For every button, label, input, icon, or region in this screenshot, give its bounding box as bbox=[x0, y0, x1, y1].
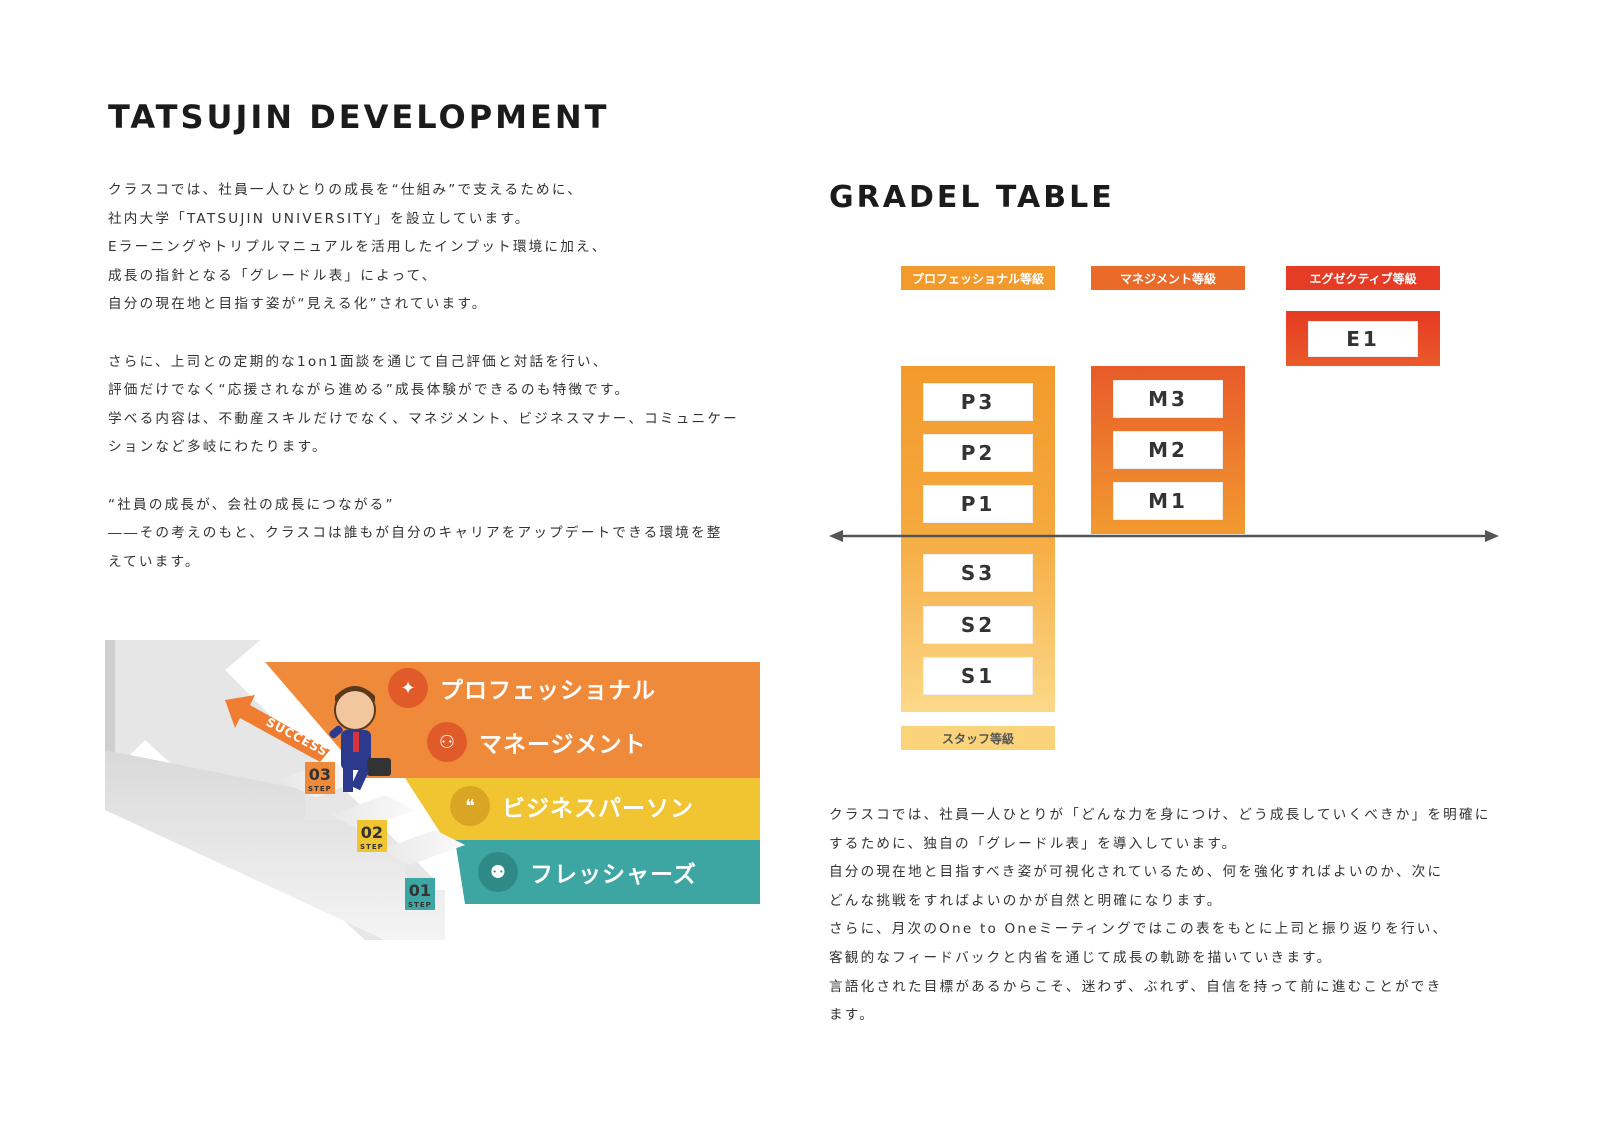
tier-label-professional: プロフェッショナル等級 bbox=[901, 266, 1055, 290]
grade-box-p2: P2 bbox=[923, 434, 1033, 472]
band-shape-business bbox=[405, 778, 760, 840]
grade-desc-line: どんな挑戦をすればよいのかが自然と明確になります。 bbox=[829, 892, 1223, 909]
grade-desc-line: ます。 bbox=[829, 1007, 876, 1024]
grade-desc-line: 自分の現在地と目指すべき姿が可視化されているため、何を強化すればよいのか、次に bbox=[829, 864, 1444, 881]
step-word: STEP bbox=[360, 843, 384, 851]
intro-line: ――その考えのもと、クラスコは誰もが自分のキャリアをアップデートできる環境を整 bbox=[108, 525, 723, 542]
professional-staff-column: P3 P2 P1 S3 S2 S1 bbox=[901, 366, 1055, 712]
step-number-03: 03 STEP bbox=[308, 765, 332, 796]
step-number-02: 02 STEP bbox=[360, 823, 384, 854]
intro-line: 成長の指針となる「グレードル表」によって、 bbox=[108, 267, 438, 284]
step-word: STEP bbox=[408, 901, 432, 909]
step-riser-1 bbox=[405, 878, 435, 910]
grade-axis-arrow bbox=[829, 530, 1499, 542]
intro-blank bbox=[108, 462, 739, 491]
band-business-person: ❝ ビジネスパーソン bbox=[450, 786, 694, 826]
tier-label-staff: スタッフ等級 bbox=[901, 726, 1055, 750]
intro-line: さらに、上司との定期的な1on1面談を通じて自己評価と対話を行い、 bbox=[108, 353, 609, 370]
intro-line: ションなど多岐にわたります。 bbox=[108, 439, 328, 456]
grade-box-m1: M1 bbox=[1113, 482, 1223, 520]
grade-desc-line: クラスコでは、社員一人ひとりが「どんな力を身につけ、どう成長していくべきか」を明… bbox=[829, 807, 1491, 823]
intro-line: “社員の成長が、会社の成長につながる” bbox=[108, 496, 395, 513]
band-shape-freshers bbox=[455, 840, 760, 904]
grade-box-m3: M3 bbox=[1113, 380, 1223, 418]
grade-desc-line: 客観的なフィードバックと内省を通じて成長の軌跡を描いていきます。 bbox=[829, 949, 1333, 966]
step-riser-2 bbox=[357, 820, 387, 852]
band-management: ⚇ マネージメント bbox=[427, 722, 647, 762]
band-professional: ✦ プロフェッショナル bbox=[388, 668, 656, 708]
step-number: 03 bbox=[308, 765, 331, 784]
team-icon: ⚇ bbox=[427, 722, 467, 762]
band-label: マネージメント bbox=[479, 732, 647, 758]
intro-line: 学べる内容は、不動産スキルだけでなく、マネジメント、ビジネスマナー、コミュニケー bbox=[108, 410, 739, 427]
intro-line: 社内大学「TATSUJIN UNIVERSITY」を設立しています。 bbox=[108, 210, 531, 227]
stair-body bbox=[105, 750, 445, 940]
grade-box-s1: S1 bbox=[923, 657, 1033, 695]
stairs-illustration: ✦ プロフェッショナル ⚇ マネージメント ❝ ビジネスパーソン ⚉ フレッシャ… bbox=[105, 640, 785, 980]
intro-paragraph: クラスコでは、社員一人ひとりの成長を“仕組み”で支えるために、 社内大学「TAT… bbox=[108, 176, 739, 576]
grade-desc-line: するために、独自の「グレードル表」を導入しています。 bbox=[829, 835, 1238, 852]
intro-line: 評価だけでなく“応援されながら進める”成長体験ができるのも特徴です。 bbox=[108, 382, 631, 399]
grade-desc-line: さらに、月次のOne to Oneミーティングではこの表をもとに上司と振り返りを… bbox=[829, 921, 1449, 938]
band-freshers: ⚉ フレッシャーズ bbox=[478, 852, 697, 892]
tier-label-management: マネジメント等級 bbox=[1091, 266, 1245, 290]
tier-label-executive: エグゼクティブ等級 bbox=[1286, 266, 1440, 290]
grade-box-e1: E1 bbox=[1308, 321, 1418, 357]
step-top-2 bbox=[330, 795, 415, 830]
step-word: STEP bbox=[308, 785, 332, 793]
grade-table-title: GRADEL TABLE bbox=[829, 180, 1115, 215]
executive-column: E1 bbox=[1286, 311, 1440, 366]
success-arrow bbox=[225, 695, 330, 762]
grade-box-m2: M2 bbox=[1113, 431, 1223, 469]
step-number: 02 bbox=[360, 823, 383, 842]
person-star-icon: ✦ bbox=[388, 668, 428, 708]
step-number: 01 bbox=[408, 881, 431, 900]
step-top-1 bbox=[380, 830, 465, 865]
page-title: TATSUJIN DEVELOPMENT bbox=[108, 98, 610, 136]
grade-description: クラスコでは、社員一人ひとりが「どんな力を身につけ、どう成長していくべきか」を明… bbox=[829, 801, 1491, 1030]
intro-line: Eラーニングやトリプルマニュアルを活用したインプット環境に加え、 bbox=[108, 239, 608, 256]
intro-line: クラスコでは、社員一人ひとりの成長を“仕組み”で支えるために、 bbox=[108, 182, 584, 198]
step-riser-3 bbox=[305, 762, 335, 794]
people-icon: ⚉ bbox=[478, 852, 518, 892]
grade-box-p3: P3 bbox=[923, 383, 1033, 421]
intro-line: 自分の現在地と目指す姿が“見える化”されています。 bbox=[108, 296, 488, 313]
businessman-figure bbox=[329, 686, 391, 792]
speech-bubbles-icon: ❝ bbox=[450, 786, 490, 826]
intro-blank bbox=[108, 319, 739, 348]
step-number-01: 01 STEP bbox=[408, 881, 432, 912]
band-label: ビジネスパーソン bbox=[502, 796, 694, 822]
grade-box-p1: P1 bbox=[923, 485, 1033, 523]
grade-box-s2: S2 bbox=[923, 606, 1033, 644]
grade-desc-line: 言語化された目標があるからこそ、迷わず、ぶれず、自信を持って前に進むことができ bbox=[829, 978, 1443, 995]
grade-box-s3: S3 bbox=[923, 554, 1033, 592]
intro-line: えています。 bbox=[108, 553, 201, 570]
management-column: M3 M2 M1 bbox=[1091, 366, 1245, 534]
band-label: プロフェッショナル bbox=[440, 678, 656, 704]
band-label: フレッシャーズ bbox=[530, 862, 697, 888]
